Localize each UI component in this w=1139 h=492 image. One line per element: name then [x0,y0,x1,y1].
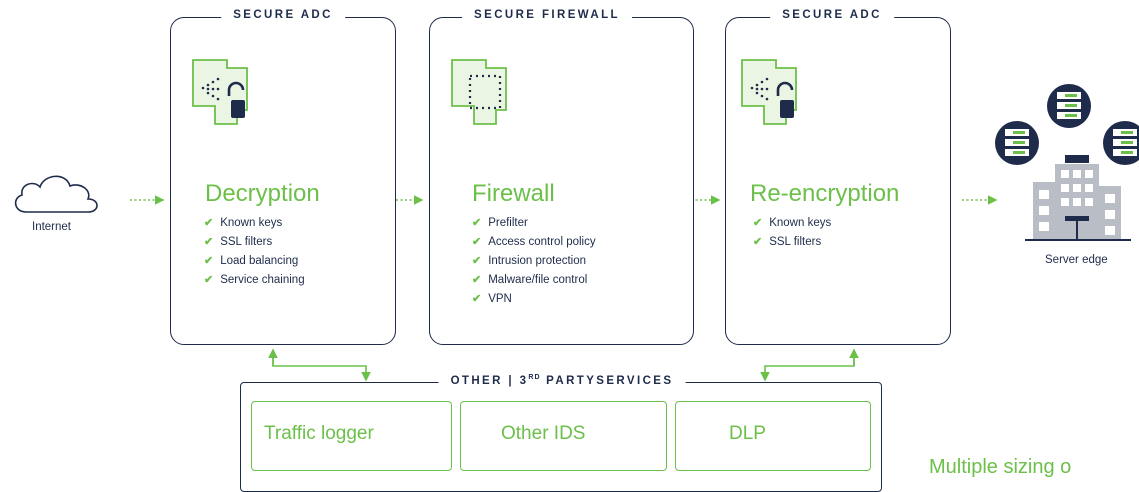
check-icon: ✔ [472,274,482,286]
service-other-ids: Other IDS [460,401,667,471]
check-icon: ✔ [204,236,214,248]
list-item: ✔Prefilter [472,217,528,229]
server-icon [995,121,1039,165]
list-item: ✔Malware/file control [472,274,588,286]
list-item: ✔Intrusion protection [472,255,587,267]
stage-title-re-encryption: Re-encryption [750,180,900,207]
footer-caption: Multiple sizing o [929,456,1072,478]
check-icon: ✔ [753,236,763,248]
list-item: ✔Access control policy [472,236,596,248]
decrypt-lock-icon [741,59,797,125]
third-party-services-box: OTHER | 3RD PARTYSERVICES Traffic logger… [240,374,882,492]
service-link-right [760,350,855,382]
stage-title-firewall: Firewall [472,180,555,207]
box-title: SECURE FIREWALL [462,9,632,21]
feature-list: ✔Known keys ✔SSL filters [753,214,831,252]
check-icon: ✔ [204,217,214,229]
internet-node: Internet [8,168,108,238]
check-icon: ✔ [472,255,482,267]
server-edge-node: Server edge [985,82,1139,292]
box-title: OTHER | 3RD PARTYSERVICES [438,374,686,387]
list-item: ✔SSL filters [753,236,822,248]
cloud-icon [14,175,98,213]
internet-label: Internet [32,221,71,233]
list-item: ✔Known keys [204,217,283,229]
list-item: ✔Known keys [753,217,832,229]
check-icon: ✔ [204,274,214,286]
check-icon: ✔ [753,217,763,229]
building-icon [1025,155,1131,241]
list-item: ✔Load balancing [204,255,299,267]
server-edge-label: Server edge [1045,254,1108,266]
server-edge-illustration [995,84,1139,241]
box-title: SECURE ADC [770,9,894,21]
service-link-left [272,350,371,382]
service-dlp: DLP [675,401,871,471]
feature-list: ✔Prefilter ✔Access control policy ✔Intru… [472,214,596,309]
stage-title-decryption: Decryption [205,180,320,207]
server-icon [1047,84,1091,128]
service-traffic-logger: Traffic logger [251,401,452,471]
list-item: ✔VPN [472,293,512,305]
check-icon: ✔ [472,293,482,305]
server-icon [1103,121,1139,165]
secure-adc-left-box: SECURE ADC Decryption ✔Known keys ✔SSL f… [170,9,396,345]
service-links [268,348,859,382]
box-title: SECURE ADC [221,9,345,21]
secure-firewall-box: SECURE FIREWALL Firewall ✔Prefilter ✔Acc… [429,9,694,345]
check-icon: ✔ [204,255,214,267]
list-item: ✔SSL filters [204,236,273,248]
list-item: ✔Service chaining [204,274,305,286]
decrypt-lock-icon [192,59,248,125]
check-icon: ✔ [472,236,482,248]
feature-list: ✔Known keys ✔SSL filters ✔Load balancing… [204,214,305,290]
secure-adc-right-box: SECURE ADC Re-encryption ✔Known keys ✔SS… [725,9,951,345]
firewall-icon [451,59,507,125]
check-icon: ✔ [472,217,482,229]
